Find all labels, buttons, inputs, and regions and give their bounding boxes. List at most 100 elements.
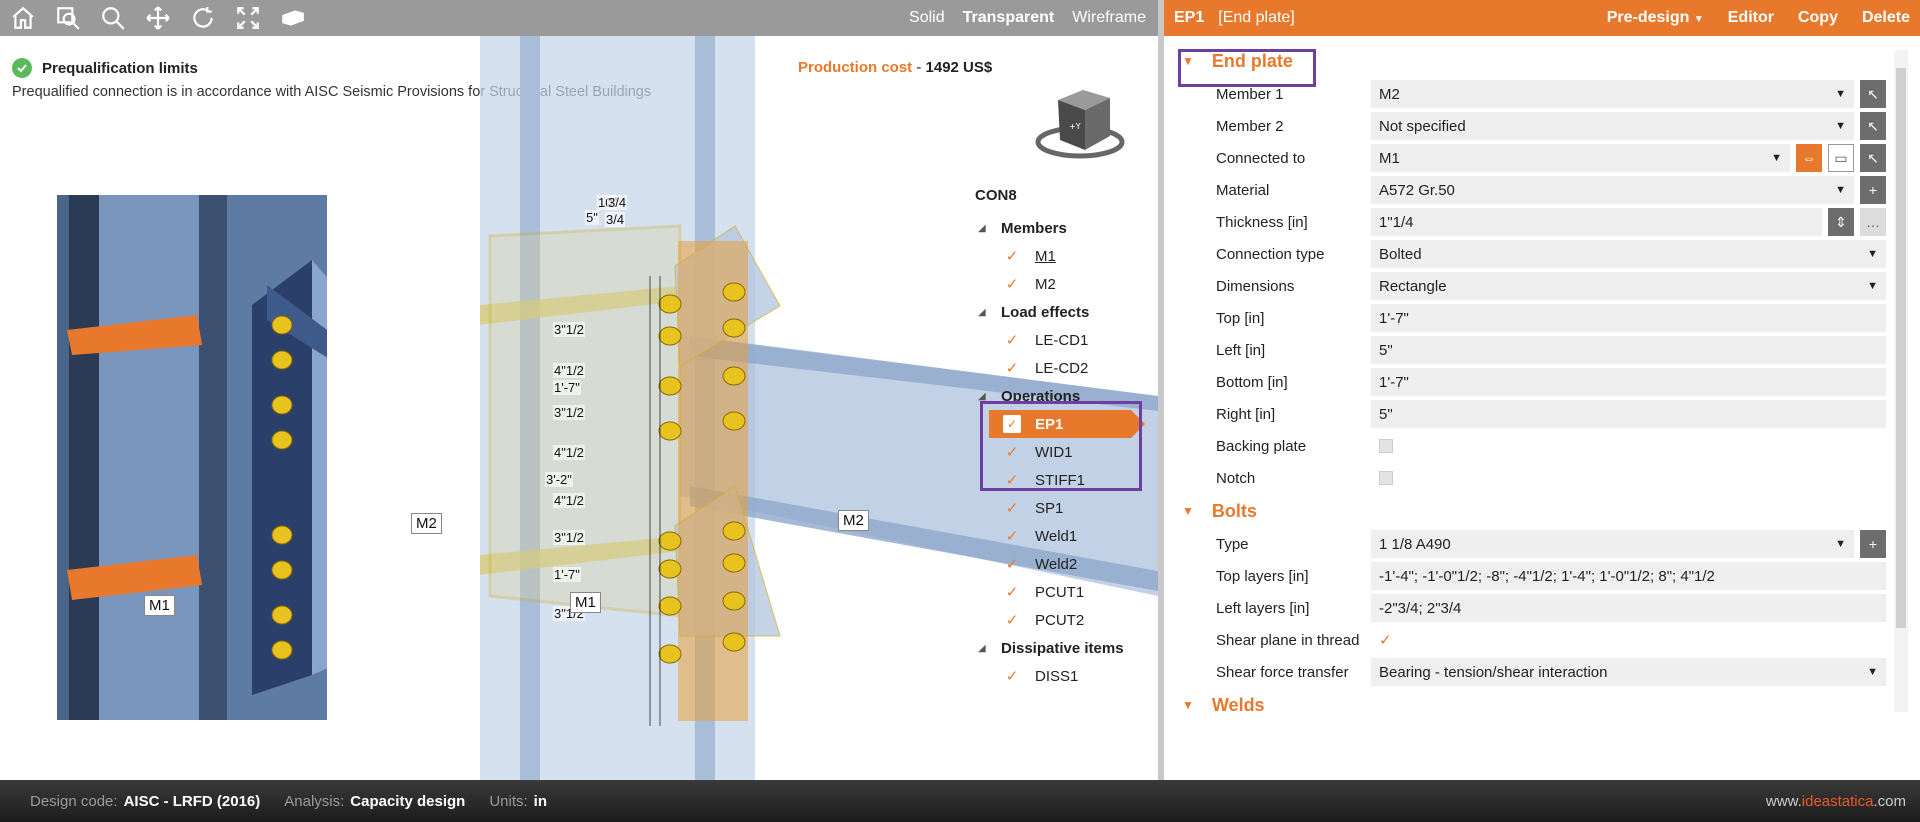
tree-item-label: LE-CD2 xyxy=(1035,359,1089,377)
checkbox[interactable] xyxy=(1379,439,1393,453)
fit-screen-icon[interactable] xyxy=(225,0,270,36)
property-input[interactable]: 1"1/4 xyxy=(1371,208,1822,236)
property-dropdown[interactable]: M2▼ xyxy=(1371,80,1854,108)
copy-button[interactable]: Copy xyxy=(1797,9,1838,26)
expand-triangle-icon[interactable]: ◢ xyxy=(978,642,986,654)
property-input[interactable]: -1'-4"; -1'-0"1/2; -8"; -4"1/2; 1'-4"; 1… xyxy=(1371,562,1886,590)
checkbox-icon[interactable]: ✓ xyxy=(1005,556,1019,573)
pick-member-icon[interactable]: ↖ xyxy=(1860,80,1886,108)
checkbox-icon[interactable]: ✓ xyxy=(1005,444,1019,461)
section-welds[interactable]: ▼Welds xyxy=(1164,688,1886,716)
property-value-text: -2"3/4; 2"3/4 xyxy=(1379,599,1462,617)
tree-group[interactable]: ◢Load effects xyxy=(975,298,1155,326)
dimension-label: 5" xyxy=(585,210,599,225)
tree-item[interactable]: ✓DISS1 xyxy=(975,662,1155,690)
tree-item[interactable]: ✓ LE-CD2 xyxy=(975,354,1155,382)
view-icon[interactable] xyxy=(270,0,315,36)
section-bolts[interactable]: ▼Bolts xyxy=(1164,494,1886,528)
checkbox[interactable] xyxy=(1379,471,1393,485)
brand-link[interactable]: www.ideastatica.com xyxy=(1766,793,1906,810)
checkbox-icon[interactable]: ✓ xyxy=(1005,500,1019,517)
checkbox-icon[interactable]: ✓ xyxy=(1005,248,1019,265)
property-dropdown[interactable]: Bolted▼ xyxy=(1371,240,1886,268)
property-dropdown[interactable]: Not specified▼ xyxy=(1371,112,1854,140)
analysis-label: Analysis: xyxy=(284,792,345,810)
pick-member-icon[interactable]: ↖ xyxy=(1860,112,1886,140)
property-dropdown[interactable]: A572 Gr.50▼ xyxy=(1371,176,1854,204)
checkbox-icon[interactable]: ✓ xyxy=(1005,276,1019,293)
tree-item[interactable]: ✓SP1 xyxy=(975,494,1155,522)
tree-item[interactable]: ✓PCUT2 xyxy=(975,606,1155,634)
tree-group[interactable]: ◢Dissipative items xyxy=(975,634,1155,662)
view-mode-solid[interactable]: Solid xyxy=(909,9,945,26)
property-input[interactable]: 5" xyxy=(1371,336,1886,364)
checkbox-icon[interactable]: ✓ xyxy=(1005,612,1019,629)
property-dropdown[interactable]: Bearing - tension/shear interaction▼ xyxy=(1371,658,1886,686)
tree-item[interactable]: ✓PCUT1 xyxy=(975,578,1155,606)
checkbox-icon[interactable]: ✓ xyxy=(1005,668,1019,685)
property-dropdown[interactable]: M1▼ xyxy=(1371,144,1790,172)
checkbox-icon[interactable]: ✓ xyxy=(1005,584,1019,601)
checkbox-icon[interactable]: ✓ xyxy=(1005,332,1019,349)
view-mode-wireframe[interactable]: Wireframe xyxy=(1072,9,1146,26)
predesign-button[interactable]: Pre-design ▼ xyxy=(1607,9,1704,27)
checkbox-icon[interactable]: ✓ xyxy=(1005,360,1019,377)
checkbox-icon[interactable]: ✓ xyxy=(1003,415,1021,433)
property-input[interactable]: -2"3/4; 2"3/4 xyxy=(1371,594,1886,622)
property-value-text: 1'-7" xyxy=(1379,373,1409,391)
checkbox-checked-icon[interactable]: ✓ xyxy=(1379,632,1392,649)
checkbox-icon[interactable]: ✓ xyxy=(1005,472,1019,489)
dimension-label: 3/4 xyxy=(605,212,626,227)
edit-outline-icon[interactable]: ▭ xyxy=(1828,144,1854,172)
property-dropdown[interactable]: 1 1/8 A490▼ xyxy=(1371,530,1854,558)
tree-item[interactable]: ✓Weld2 xyxy=(975,550,1155,578)
rotate-icon[interactable] xyxy=(180,0,225,36)
pick-member-icon[interactable]: ↖ xyxy=(1860,144,1886,172)
editor-button[interactable]: Editor xyxy=(1727,9,1774,26)
tree-item[interactable]: ✓M1 xyxy=(975,242,1155,270)
home-icon[interactable] xyxy=(0,0,45,36)
expand-triangle-icon[interactable]: ◢ xyxy=(978,390,986,402)
member-label-m1: M1 xyxy=(570,592,601,613)
more-options-icon[interactable]: … xyxy=(1860,208,1886,236)
pan-icon[interactable] xyxy=(135,0,180,36)
navigation-cube-icon[interactable]: +Y xyxy=(1025,70,1135,170)
tree-group[interactable]: ◢Operations xyxy=(975,382,1155,410)
tree-item[interactable]: ✓M2 xyxy=(975,270,1155,298)
add-icon[interactable]: + xyxy=(1860,176,1886,204)
scrollbar[interactable] xyxy=(1894,50,1908,712)
property-input[interactable]: 1'-7" xyxy=(1371,368,1886,396)
tree-item[interactable]: ✓LE-CD1 xyxy=(975,326,1155,354)
property-label: Member 2 xyxy=(1216,117,1284,135)
checkbox-icon[interactable]: ✓ xyxy=(1005,528,1019,545)
tree-item[interactable]: ✓Weld1 xyxy=(975,522,1155,550)
section-end-plate[interactable]: ▼End plate xyxy=(1164,44,1886,78)
zoom-window-icon[interactable] xyxy=(45,0,90,36)
connection-type-icon[interactable]: ⇔ xyxy=(1796,144,1822,172)
add-icon[interactable]: + xyxy=(1860,530,1886,558)
view-mode-transparent[interactable]: Transparent xyxy=(962,9,1055,26)
tree-item[interactable]: ✓WID1 xyxy=(975,438,1155,466)
property-label: Connection type xyxy=(1216,245,1325,263)
3d-viewport[interactable]: Solid Transparent Wireframe Prequalifica… xyxy=(0,0,1158,780)
property-label: Backing plate xyxy=(1216,437,1307,455)
delete-button[interactable]: Delete xyxy=(1861,9,1910,26)
property-row: Thickness [in]1"1/4⇕… xyxy=(1164,206,1886,238)
property-input[interactable]: 5" xyxy=(1371,400,1886,428)
property-value-text: -1'-4"; -1'-0"1/2; -8"; -4"1/2; 1'-4"; 1… xyxy=(1379,567,1715,585)
property-row: Bottom [in]1'-7" xyxy=(1164,366,1886,398)
zoom-icon[interactable] xyxy=(90,0,135,36)
stepper-icon[interactable]: ⇕ xyxy=(1828,208,1854,236)
property-value xyxy=(1371,464,1886,492)
tree-group[interactable]: ◢Members xyxy=(975,214,1155,242)
property-input[interactable]: 1'-7" xyxy=(1371,304,1886,332)
property-label: Top [in] xyxy=(1216,309,1265,327)
scrollbar-thumb[interactable] xyxy=(1896,68,1906,628)
property-dropdown[interactable]: Rectangle▼ xyxy=(1371,272,1886,300)
tree-item[interactable]: ✓STIFF1 xyxy=(975,466,1155,494)
expand-triangle-icon[interactable]: ◢ xyxy=(978,306,986,318)
tree-item[interactable]: ✓EP1 xyxy=(989,410,1145,438)
panel-splitter[interactable] xyxy=(1158,0,1164,780)
expand-triangle-icon[interactable]: ◢ xyxy=(978,222,986,234)
